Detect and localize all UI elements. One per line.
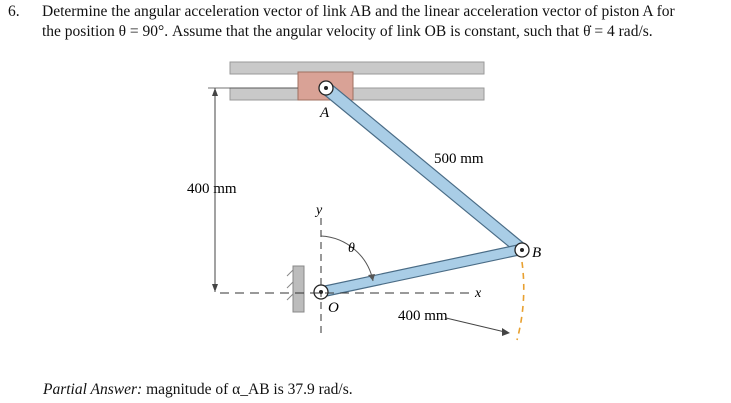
label-theta: θ — [348, 241, 355, 256]
label-o: O — [328, 300, 339, 316]
problem-line-1: Determine the angular acceleration vecto… — [42, 3, 675, 20]
leader-ob-arrow — [502, 328, 510, 336]
pin-b-dot — [520, 248, 524, 252]
label-a: A — [319, 105, 330, 121]
problem-line-2: the position θ = 90°. Assume that the an… — [42, 23, 653, 40]
b-path-arc — [516, 261, 525, 341]
link-ab — [320, 83, 528, 255]
partial-answer-label: Partial Answer: — [43, 381, 143, 398]
dim-arrow-top — [212, 88, 218, 96]
theta-arrow — [368, 274, 375, 281]
wall-hatch-2 — [286, 281, 294, 289]
ground-wall — [292, 265, 305, 313]
wall-hatch-3 — [286, 293, 294, 301]
wall-hatch-1 — [286, 269, 294, 277]
bottom-rail — [229, 87, 485, 101]
dim-ob-label: 400 mm — [398, 308, 448, 324]
label-b: B — [532, 245, 541, 261]
label-y: y — [314, 203, 323, 218]
dim-height-label: 400 mm — [187, 181, 237, 197]
theta-arc — [320, 235, 374, 282]
pin-a-dot — [324, 86, 328, 90]
dim-ab-label: 500 mm — [434, 151, 484, 167]
partial-answer-text: magnitude of α_AB is 37.9 rad/s. — [142, 381, 353, 398]
top-rail — [229, 61, 485, 75]
label-x: x — [474, 286, 482, 301]
partial-answer: Partial Answer: magnitude of α_AB is 37.… — [43, 381, 353, 399]
dim-arrow-bottom — [212, 284, 218, 292]
leader-ob — [445, 317, 506, 333]
problem-number: 6. — [8, 3, 20, 20]
